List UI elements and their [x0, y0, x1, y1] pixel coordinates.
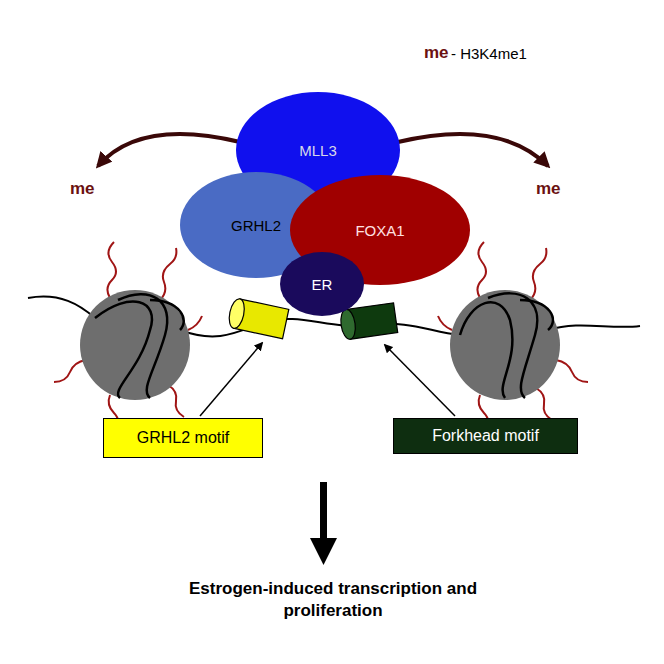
leader-arrow [200, 343, 262, 416]
outcome-text: Estrogen-induced transcription and proli… [173, 578, 493, 622]
node-label: GRHL2 [231, 217, 281, 234]
grhl2-motif-cylinder [227, 297, 289, 338]
motif-box: GRHL2 motif [103, 418, 263, 458]
node-label: MLL3 [299, 142, 337, 159]
nucleosome [80, 290, 190, 400]
methylation-mark: me [70, 178, 95, 200]
nucleosome [450, 290, 560, 400]
node-label: ER [312, 276, 333, 293]
methylation-arrow [398, 134, 548, 166]
leader-arrow [385, 345, 455, 416]
node-label: FOXA1 [355, 222, 404, 239]
node-label: Forkhead motif [432, 427, 539, 445]
methylation-arrow [98, 134, 240, 166]
histone-tails [54, 242, 588, 431]
output-arrow [310, 482, 337, 565]
methylation-mark: me [536, 178, 561, 200]
ellipse-fill [280, 252, 364, 316]
protein-ellipse: ER [280, 252, 364, 316]
legend-text: - H3K4me1 [451, 44, 527, 64]
node-label: GRHL2 motif [137, 429, 229, 447]
legend-symbol: me [424, 42, 449, 64]
motif-box: Forkhead motif [393, 418, 578, 454]
